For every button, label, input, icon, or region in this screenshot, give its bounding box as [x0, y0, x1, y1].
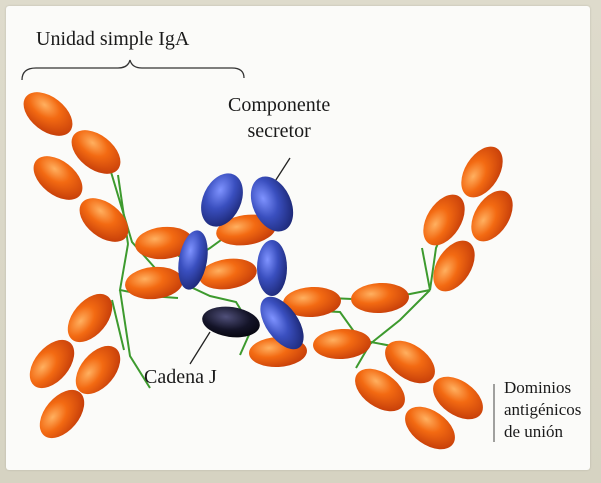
secretory-label-line1: Componente — [228, 94, 331, 116]
domain — [283, 286, 341, 318]
domain — [199, 258, 257, 290]
domain — [39, 389, 85, 439]
secretory-domain — [178, 230, 208, 290]
left-iga-unit — [23, 92, 276, 439]
domain — [433, 376, 483, 420]
domain — [461, 146, 503, 198]
secretory-domain — [257, 240, 287, 296]
unit-bracket — [21, 59, 245, 81]
domains-label-line1: Dominios — [504, 378, 572, 397]
domain — [216, 214, 276, 246]
domain — [405, 406, 455, 450]
domain — [33, 156, 83, 200]
j-chain-pointer — [189, 331, 211, 365]
j-chain — [202, 306, 260, 338]
domain — [67, 293, 113, 343]
domain — [75, 345, 121, 395]
antigen-binding-domains-label: Dominios antigénicos de unión — [504, 377, 581, 443]
secretory-component — [178, 173, 304, 350]
secretory-label-line2: secretor — [247, 120, 311, 142]
secretory-domain — [201, 173, 243, 227]
domain — [433, 240, 475, 292]
domain — [313, 328, 371, 360]
right-iga-unit — [249, 146, 513, 450]
domain — [29, 339, 75, 389]
domain — [71, 130, 121, 174]
secretory-domain — [250, 176, 294, 232]
secretory-domain — [260, 296, 304, 350]
domain — [423, 194, 465, 246]
domain — [471, 190, 513, 242]
unit-label: Unidad simple IgA — [36, 28, 190, 50]
domain — [23, 92, 73, 136]
domain — [355, 368, 405, 412]
domain — [125, 266, 183, 300]
domains-label-line3: de unión — [504, 422, 564, 441]
domain — [79, 198, 129, 242]
domain — [351, 282, 409, 314]
secretory-component-label: Componente secretor — [228, 92, 330, 144]
j-chain-label: Cadena J — [144, 366, 217, 388]
domain — [135, 226, 193, 260]
domain — [385, 340, 435, 384]
domains-label-line2: antigénicos — [504, 400, 582, 419]
